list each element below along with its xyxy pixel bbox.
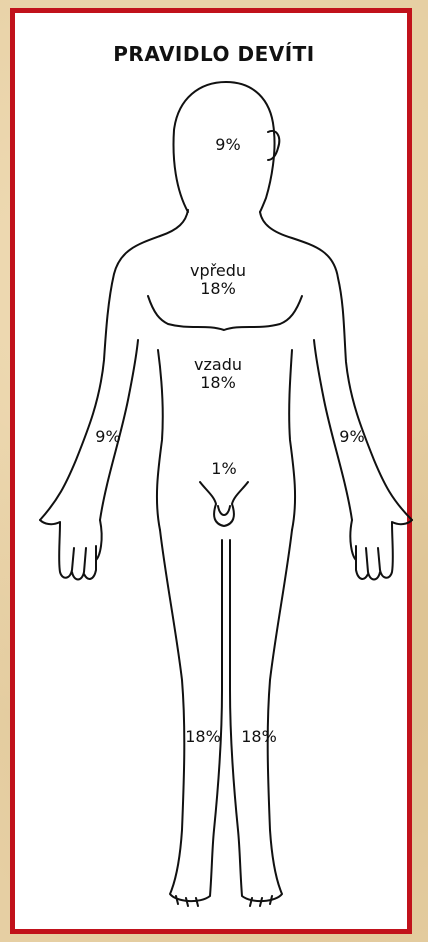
- right-arm-percent-label: 9%: [88, 428, 128, 446]
- front-percent-label: 18%: [178, 280, 258, 298]
- chest-line: [148, 296, 302, 330]
- left-arm-percent-label: 9%: [332, 428, 372, 446]
- back-percent-label: 18%: [178, 374, 258, 392]
- right-hand-outline: [350, 520, 412, 580]
- right-leg-percent-label: 18%: [178, 728, 228, 746]
- legs-outline: [160, 530, 292, 901]
- front-label: vpředu: [178, 262, 258, 280]
- head-percent-label: 9%: [208, 136, 248, 154]
- left-hand-outline: [40, 520, 102, 580]
- left-leg-percent-label: 18%: [234, 728, 284, 746]
- genitals-percent-label: 1%: [204, 460, 244, 478]
- genitals-outline: [200, 482, 248, 526]
- back-label: vzadu: [178, 356, 258, 374]
